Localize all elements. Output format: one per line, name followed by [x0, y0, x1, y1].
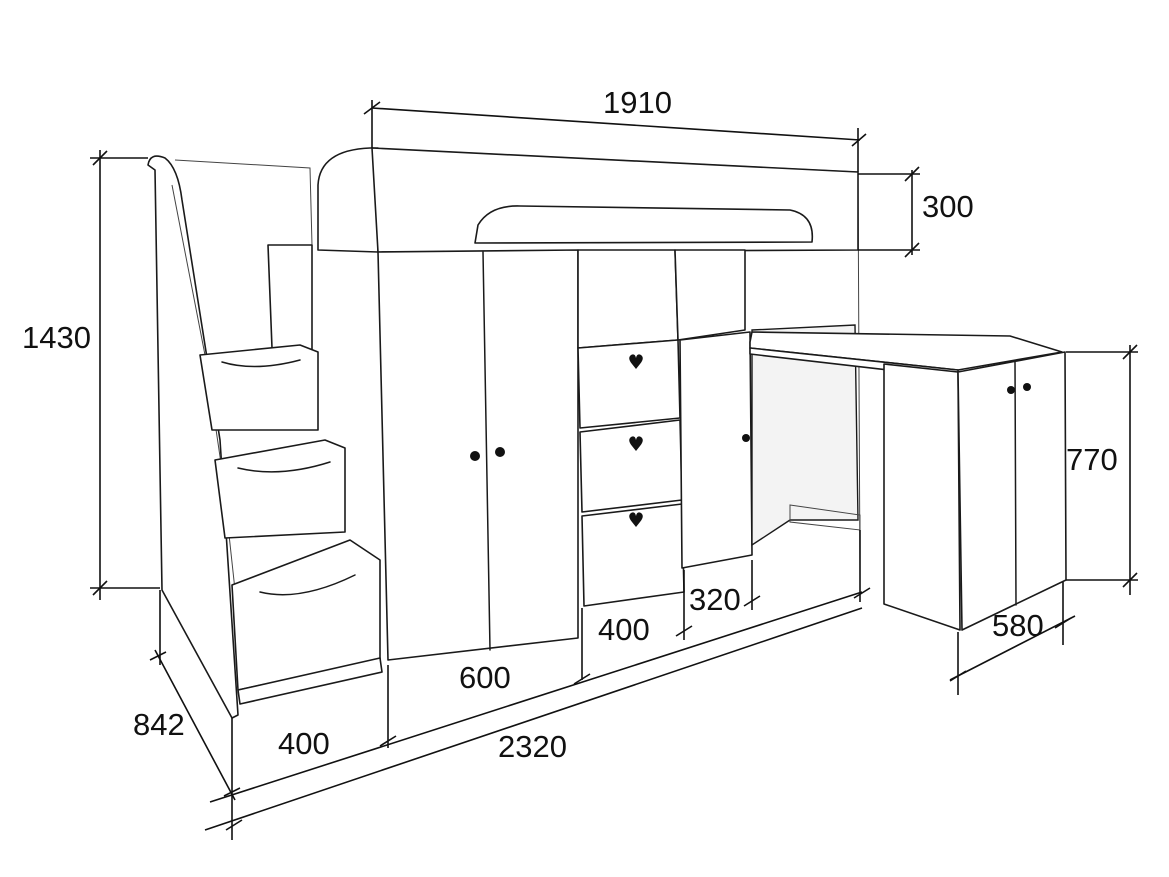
stair-step-2-handle: [237, 461, 331, 473]
tick: [573, 673, 591, 685]
desk-pedestal-door-split: [1014, 361, 1017, 606]
desk-pedestal-side: [883, 363, 961, 631]
drawer-1: [577, 339, 681, 429]
tall-cabinet-handle: [742, 434, 750, 442]
label-wardrobe-width: 600: [459, 660, 511, 695]
label-stairs-depth: 842: [133, 707, 185, 742]
tick: [853, 587, 871, 599]
tick: [743, 595, 761, 607]
tick: [223, 787, 241, 797]
wardrobe-left-handle: [470, 451, 480, 461]
tick: [363, 101, 381, 115]
stair-step-2: [214, 439, 346, 539]
bed-rail-opening: [474, 205, 814, 244]
tick: [379, 735, 397, 747]
label-total-length: 2320: [498, 729, 567, 764]
label-stairs-width: 400: [278, 726, 330, 761]
label-top-length: 1910: [603, 85, 672, 120]
back-panel-left: [174, 159, 313, 246]
under-bed-back-wall: [751, 324, 859, 547]
label-total-height: 1430: [22, 320, 91, 355]
dim-line-desk-depth: [949, 615, 1076, 681]
tall-cabinet: [679, 331, 753, 569]
tick: [851, 133, 867, 147]
drawer-2-heart-handle: [629, 436, 643, 451]
tick: [904, 166, 920, 182]
dimension-lines: [90, 100, 1138, 840]
bed-headboard: [317, 147, 379, 253]
label-cabinet-width: 320: [689, 582, 741, 617]
label-drawer-unit-width: 400: [598, 612, 650, 647]
dim-line-top-length: [371, 107, 861, 141]
label-desk-depth: 580: [992, 608, 1044, 643]
tick: [92, 580, 108, 596]
upper-step-back: [267, 244, 313, 351]
dim-line-segments: [209, 591, 863, 803]
stair-step-3-handle: [259, 574, 356, 596]
tick: [149, 651, 167, 661]
drawer-1-heart-handle: [629, 354, 643, 369]
stair-step-3: [231, 539, 381, 691]
stair-plinth: [237, 657, 383, 705]
wardrobe-right-handle: [495, 447, 505, 457]
tick: [1054, 617, 1072, 629]
stair-step-1: [199, 344, 319, 431]
tick: [949, 670, 967, 682]
upper-cabinet: [674, 249, 746, 341]
wardrobe-door-split: [482, 251, 491, 651]
tick: [92, 150, 108, 166]
dim-line-stairs-depth: [154, 649, 236, 801]
loft-bed-drawing: [147, 147, 1067, 719]
desk-pedestal-left-handle: [1007, 386, 1015, 394]
stair-step-1-handle: [221, 359, 301, 368]
label-bed-rail-height: 300: [922, 189, 974, 224]
tick: [675, 625, 693, 637]
label-desk-height: 770: [1066, 442, 1118, 477]
desk-pedestal-right-handle: [1023, 383, 1031, 391]
tick: [1122, 344, 1138, 360]
dim-line-total-length: [204, 607, 863, 831]
tick: [225, 819, 243, 831]
drawer-unit-top-shelf: [577, 249, 679, 349]
drawer-3-heart-handle: [629, 512, 643, 527]
dimension-labels: 1910 300 1430 770 842 400 600 400 320 23…: [22, 85, 1118, 764]
tick: [904, 242, 920, 258]
stairs-side-panel: [147, 155, 239, 719]
tick: [1122, 572, 1138, 588]
drawer-2: [579, 419, 683, 513]
